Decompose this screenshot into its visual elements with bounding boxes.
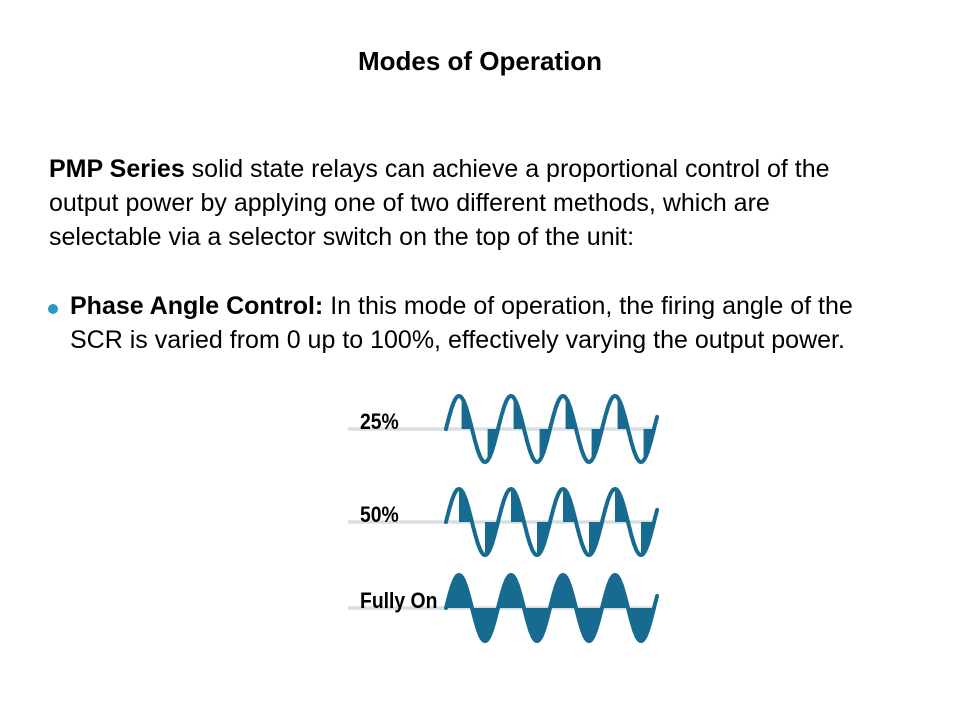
waveform-row-fully-on: Fully On [347, 566, 659, 650]
bullet-text: Phase Angle Control: In this mode of ope… [70, 289, 853, 357]
bullet-dot [48, 304, 58, 314]
waveform-label-fully-on: Fully On [360, 588, 438, 613]
waveform-50pct-graphic [348, 487, 659, 557]
waveform-label-25pct: 25% [360, 409, 399, 434]
bullet-item: Phase Angle Control: In this mode of ope… [46, 289, 853, 357]
intro-line2: output power by applying one of two diff… [49, 189, 770, 217]
waveform-label-50pct: 50% [360, 502, 399, 527]
bullet-bold-lead: Phase Angle Control: [70, 292, 324, 320]
waveform-row-50pct: 50% [347, 480, 659, 564]
waveform-row-25pct: 25% [347, 387, 659, 471]
intro-line1: solid state relays can achieve a proport… [184, 155, 830, 183]
bullet-line2: SCR is varied from 0 up to 100%, effecti… [70, 326, 845, 354]
intro-line3: selectable via a selector switch on the … [49, 223, 635, 251]
page-title: Modes of Operation [357, 46, 603, 76]
intro-paragraph: PMP Series solid state relays can achiev… [49, 152, 830, 254]
waveform-25pct-graphic [348, 394, 659, 464]
bullet-line1: In this mode of operation, the firing an… [323, 292, 853, 320]
waveform-fully-on-graphic [348, 573, 659, 643]
intro-bold-lead: PMP Series [49, 155, 185, 183]
